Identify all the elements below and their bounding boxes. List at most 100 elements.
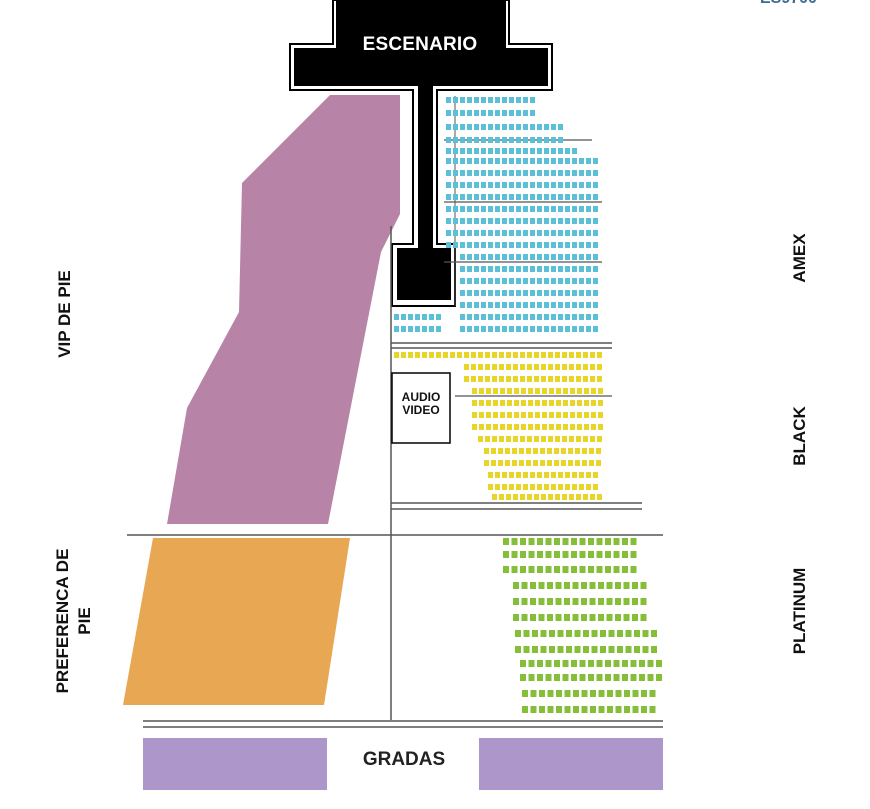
seat[interactable] <box>583 494 588 500</box>
seat[interactable] <box>526 448 531 454</box>
seat[interactable] <box>565 314 570 320</box>
seat[interactable] <box>507 424 512 430</box>
seat[interactable] <box>577 412 582 418</box>
seat[interactable] <box>600 630 606 637</box>
seat[interactable] <box>506 364 511 370</box>
seat[interactable] <box>597 376 602 382</box>
seat[interactable] <box>554 538 560 545</box>
seat[interactable] <box>464 352 469 358</box>
seat[interactable] <box>544 170 549 176</box>
seat[interactable] <box>460 218 465 224</box>
seat[interactable] <box>535 424 540 430</box>
seat[interactable] <box>563 388 568 394</box>
seat[interactable] <box>625 630 632 637</box>
seat[interactable] <box>474 230 479 236</box>
seat[interactable] <box>460 194 465 200</box>
seat[interactable] <box>394 326 399 332</box>
seat[interactable] <box>577 424 582 430</box>
seat[interactable] <box>593 302 598 308</box>
seat[interactable] <box>622 660 628 667</box>
seat[interactable] <box>574 630 581 637</box>
seat[interactable] <box>588 566 594 573</box>
seat[interactable] <box>558 148 563 154</box>
seat[interactable] <box>481 242 486 248</box>
seat[interactable] <box>460 254 465 260</box>
seat[interactable] <box>516 278 521 284</box>
seat[interactable] <box>453 182 458 188</box>
seat[interactable] <box>579 290 584 296</box>
seat[interactable] <box>605 566 611 573</box>
seat[interactable] <box>544 326 549 332</box>
seat[interactable] <box>551 278 556 284</box>
vip-zone[interactable] <box>167 95 400 524</box>
seat[interactable] <box>540 646 547 653</box>
seat[interactable] <box>509 302 514 308</box>
seat[interactable] <box>527 436 532 442</box>
seat[interactable] <box>541 352 546 358</box>
seat[interactable] <box>558 158 563 164</box>
seat[interactable] <box>513 598 519 605</box>
seat[interactable] <box>596 538 603 545</box>
seat[interactable] <box>415 352 420 358</box>
seat[interactable] <box>493 424 498 430</box>
seat[interactable] <box>576 376 581 382</box>
seat[interactable] <box>544 137 549 143</box>
seat[interactable] <box>474 302 479 308</box>
seat[interactable] <box>528 412 533 418</box>
seat[interactable] <box>499 364 504 370</box>
seat[interactable] <box>563 424 568 430</box>
seat[interactable] <box>547 582 553 589</box>
seat[interactable] <box>535 412 540 418</box>
seat[interactable] <box>479 400 484 406</box>
seat[interactable] <box>537 230 542 236</box>
seat[interactable] <box>557 630 564 637</box>
seat[interactable] <box>598 412 603 418</box>
seat[interactable] <box>590 706 596 713</box>
seat[interactable] <box>539 706 545 713</box>
seat[interactable] <box>586 266 591 272</box>
seat[interactable] <box>537 538 543 545</box>
seat[interactable] <box>488 254 493 260</box>
seat[interactable] <box>581 582 587 589</box>
seat[interactable] <box>502 326 507 332</box>
seat[interactable] <box>460 266 465 272</box>
seat[interactable] <box>460 182 465 188</box>
seat[interactable] <box>593 314 598 320</box>
seat[interactable] <box>523 472 528 478</box>
seat[interactable] <box>545 566 552 573</box>
seat[interactable] <box>530 598 536 605</box>
seat[interactable] <box>523 242 528 248</box>
seat[interactable] <box>581 706 588 713</box>
seat[interactable] <box>596 460 601 466</box>
seat[interactable] <box>564 690 571 697</box>
seat[interactable] <box>488 194 493 200</box>
seat[interactable] <box>478 436 483 442</box>
seat[interactable] <box>593 326 598 332</box>
seat[interactable] <box>583 630 589 637</box>
seat[interactable] <box>488 137 493 143</box>
seat[interactable] <box>488 124 493 130</box>
seat[interactable] <box>460 110 465 116</box>
seat[interactable] <box>551 472 556 478</box>
seat[interactable] <box>542 388 547 394</box>
seat[interactable] <box>530 278 535 284</box>
seat[interactable] <box>520 376 525 382</box>
seat[interactable] <box>558 242 563 248</box>
seat[interactable] <box>586 290 591 296</box>
seat[interactable] <box>503 551 509 558</box>
seat[interactable] <box>506 376 511 382</box>
seat[interactable] <box>572 230 577 236</box>
seat[interactable] <box>642 646 649 653</box>
seat[interactable] <box>561 448 566 454</box>
seat[interactable] <box>460 124 465 130</box>
seat[interactable] <box>528 424 533 430</box>
seat[interactable] <box>537 314 542 320</box>
seat[interactable] <box>558 326 563 332</box>
seat[interactable] <box>545 660 552 667</box>
seat[interactable] <box>495 278 500 284</box>
seat[interactable] <box>523 148 528 154</box>
seat[interactable] <box>586 230 591 236</box>
seat[interactable] <box>495 110 500 116</box>
seat[interactable] <box>544 158 549 164</box>
seat[interactable] <box>514 400 519 406</box>
